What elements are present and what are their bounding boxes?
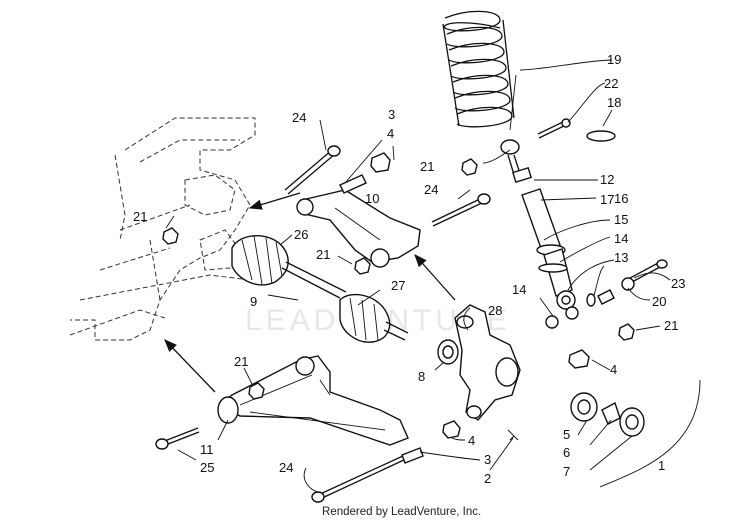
callout-4: 4 xyxy=(387,126,394,141)
nut xyxy=(461,158,478,176)
leader-lines xyxy=(165,59,701,493)
callout-7: 7 xyxy=(563,464,570,479)
callout-23: 23 xyxy=(671,276,685,291)
bushing xyxy=(568,349,590,369)
callout-26: 26 xyxy=(294,227,308,242)
bolt xyxy=(284,145,341,195)
seal-ring xyxy=(601,401,621,425)
upper-a-arm xyxy=(296,189,421,268)
coil-spring xyxy=(442,10,515,128)
callout-18: 18 xyxy=(607,95,621,110)
bushing xyxy=(339,174,367,194)
spacer xyxy=(545,277,635,329)
callout-27: 27 xyxy=(391,278,405,293)
callout-11: 11 xyxy=(200,442,214,457)
shock-absorber xyxy=(500,139,576,310)
callout-21: 21 xyxy=(420,159,434,174)
callout-24: 24 xyxy=(292,110,306,125)
callout-4: 4 xyxy=(610,362,617,377)
nut xyxy=(248,382,265,400)
callout-8: 8 xyxy=(418,369,425,384)
callout-24: 24 xyxy=(279,460,293,475)
cotter-pin xyxy=(507,429,519,441)
callout-13: 13 xyxy=(614,250,628,265)
callout-4: 4 xyxy=(468,433,475,448)
callout-17: 17 xyxy=(600,192,614,207)
callout-16: 16 xyxy=(614,191,628,206)
hub-cap xyxy=(619,407,645,437)
callout-21: 21 xyxy=(316,247,330,262)
frame-outline xyxy=(69,117,256,341)
callout-12: 12 xyxy=(600,172,614,187)
callout-21: 21 xyxy=(664,318,678,333)
bushing xyxy=(442,420,461,439)
callout-6: 6 xyxy=(563,445,570,460)
callout-3: 3 xyxy=(388,107,395,122)
callout-20: 20 xyxy=(652,294,666,309)
bearing xyxy=(570,392,598,422)
nut xyxy=(354,257,371,275)
bolt xyxy=(431,193,491,227)
callout-10: 10 xyxy=(365,191,379,206)
callout-2: 2 xyxy=(484,471,491,486)
callout-14: 14 xyxy=(512,282,526,297)
bushing xyxy=(401,447,424,464)
callout-19: 19 xyxy=(607,52,621,67)
callout-22: 22 xyxy=(604,76,618,91)
callout-9: 9 xyxy=(250,294,257,309)
bolt xyxy=(537,118,571,139)
callout-labels: 1 2 3 3 4 4 4 5 6 7 8 9 10 11 12 13 14 1… xyxy=(133,52,685,486)
bolt xyxy=(155,427,200,450)
callout-14: 14 xyxy=(614,231,628,246)
callout-25: 25 xyxy=(200,460,214,475)
callout-28: 28 xyxy=(488,303,502,318)
steering-knuckle xyxy=(454,304,521,421)
callout-21: 21 xyxy=(133,209,147,224)
drive-axle xyxy=(231,235,409,343)
nut xyxy=(618,323,635,341)
washer xyxy=(586,130,616,142)
callout-21: 21 xyxy=(234,354,248,369)
lower-a-arm xyxy=(217,355,409,446)
callout-1: 1 xyxy=(658,458,665,473)
bushing xyxy=(370,152,391,173)
callout-15: 15 xyxy=(614,212,628,227)
callout-24: 24 xyxy=(424,182,438,197)
nut xyxy=(162,227,179,245)
assembly-arrows xyxy=(164,192,456,393)
bolt xyxy=(311,454,407,503)
callout-3: 3 xyxy=(484,452,491,467)
callout-5: 5 xyxy=(563,427,570,442)
footer-credit: Rendered by LeadVenture, Inc. xyxy=(322,506,481,518)
bolt xyxy=(629,259,668,283)
